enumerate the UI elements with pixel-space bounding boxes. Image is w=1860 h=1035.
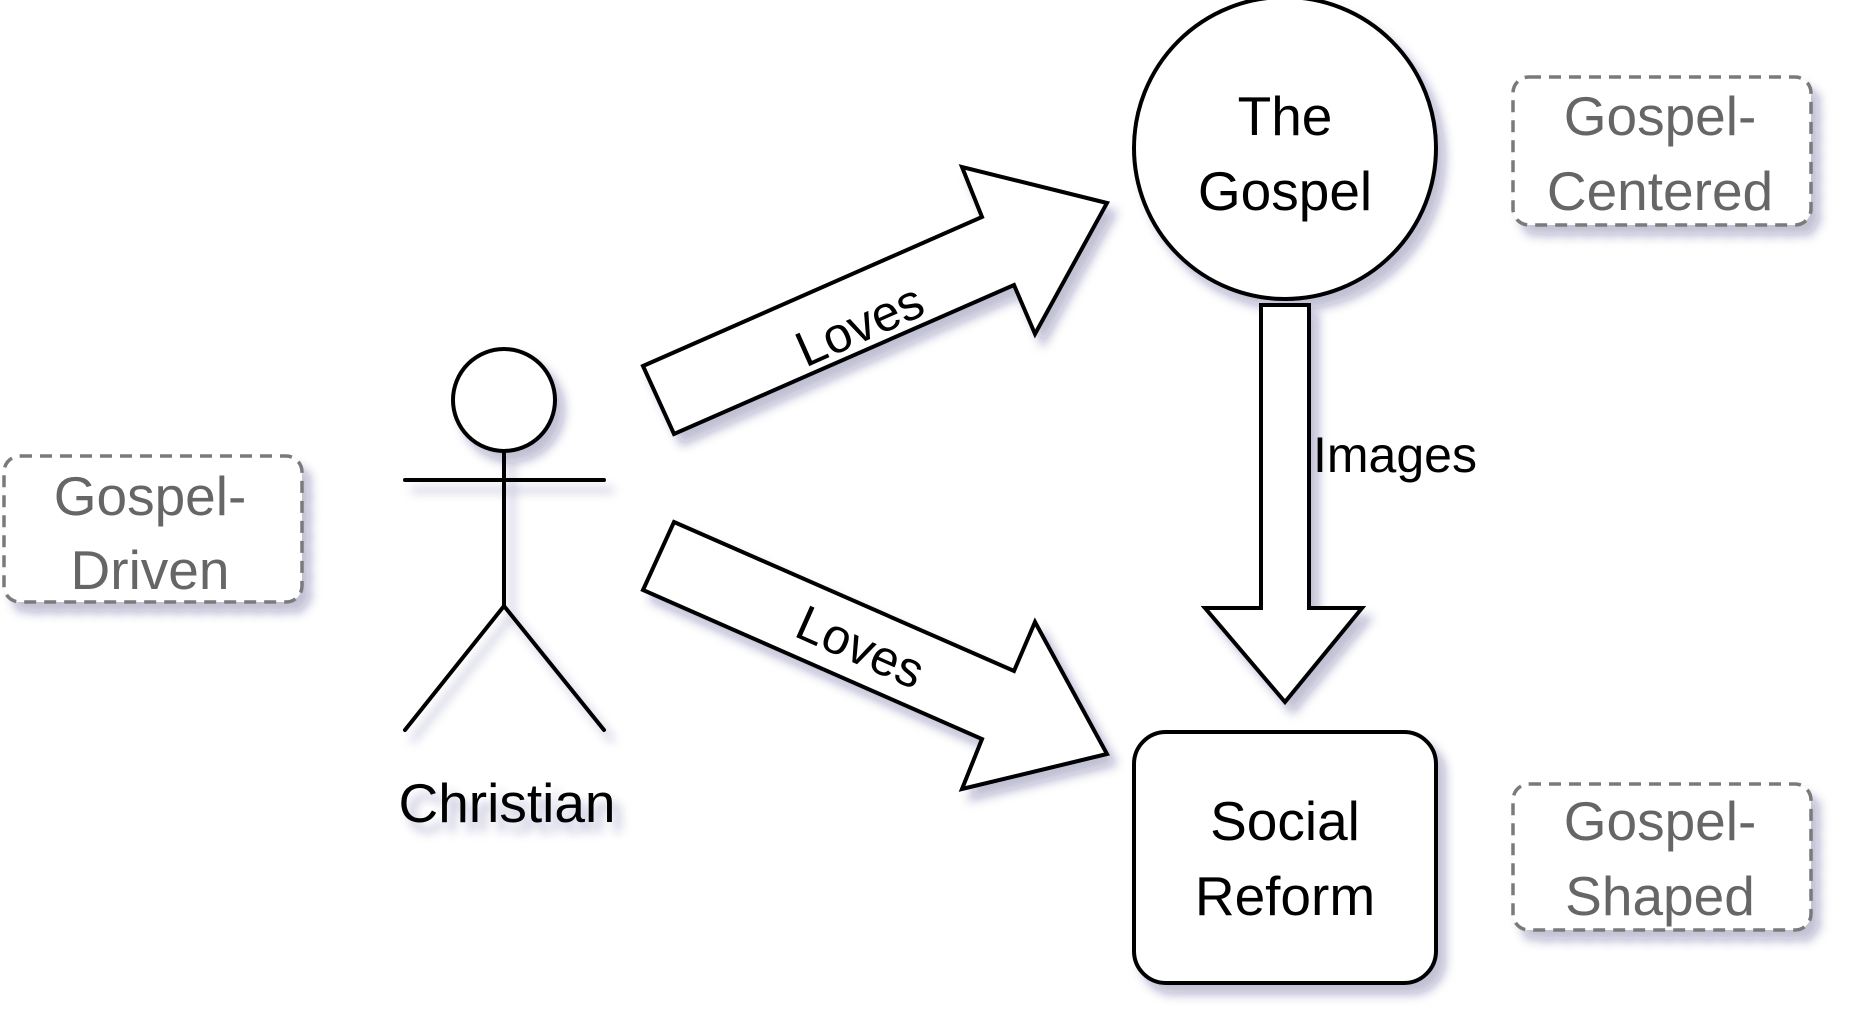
note-gospel-driven-line1: Gospel- xyxy=(54,465,247,527)
actor-christian-label: Christian xyxy=(398,772,615,834)
note-gospel-driven-box xyxy=(2,454,304,604)
note-gospel-centered-line2: Centered xyxy=(1547,160,1773,222)
node-social-reform-line1: Social xyxy=(1210,790,1360,852)
note-gospel-shaped-box xyxy=(1511,782,1813,932)
node-the-gospel[interactable]: The Gospel xyxy=(1132,0,1438,301)
note-gospel-centered[interactable]: Gospel- Centered xyxy=(1511,75,1813,227)
node-the-gospel-circle xyxy=(1132,0,1438,301)
edge-loves-gospel-arrow xyxy=(640,164,1111,437)
note-gospel-centered-line1: Gospel- xyxy=(1564,85,1757,147)
edge-loves-reform-arrow xyxy=(640,519,1111,792)
note-gospel-driven-line2: Driven xyxy=(71,539,230,601)
node-social-reform-line2: Reform xyxy=(1195,865,1375,927)
edge-images-arrow xyxy=(1200,303,1367,706)
note-gospel-shaped-line2: Shaped xyxy=(1565,865,1755,927)
node-the-gospel-line2: Gospel xyxy=(1198,160,1372,222)
edge-loves-gospel[interactable]: Loves xyxy=(640,164,1111,437)
note-gospel-shaped[interactable]: Gospel- Shaped xyxy=(1511,782,1813,932)
actor-right-leg-icon xyxy=(502,604,606,732)
edge-images-label: Images xyxy=(1313,427,1477,483)
note-gospel-centered-box xyxy=(1511,75,1813,227)
edge-images[interactable]: Images xyxy=(1200,303,1477,706)
actor-christian[interactable] xyxy=(403,347,606,732)
node-the-gospel-line1: The xyxy=(1238,85,1333,147)
actor-left-leg-icon xyxy=(403,604,506,732)
note-gospel-shaped-line1: Gospel- xyxy=(1564,790,1757,852)
note-gospel-driven[interactable]: Gospel- Driven xyxy=(2,454,304,604)
node-social-reform[interactable]: Social Reform xyxy=(1132,730,1438,985)
edge-loves-reform[interactable]: Loves xyxy=(640,519,1111,792)
actor-head-icon xyxy=(451,347,557,453)
node-social-reform-box xyxy=(1132,730,1438,985)
